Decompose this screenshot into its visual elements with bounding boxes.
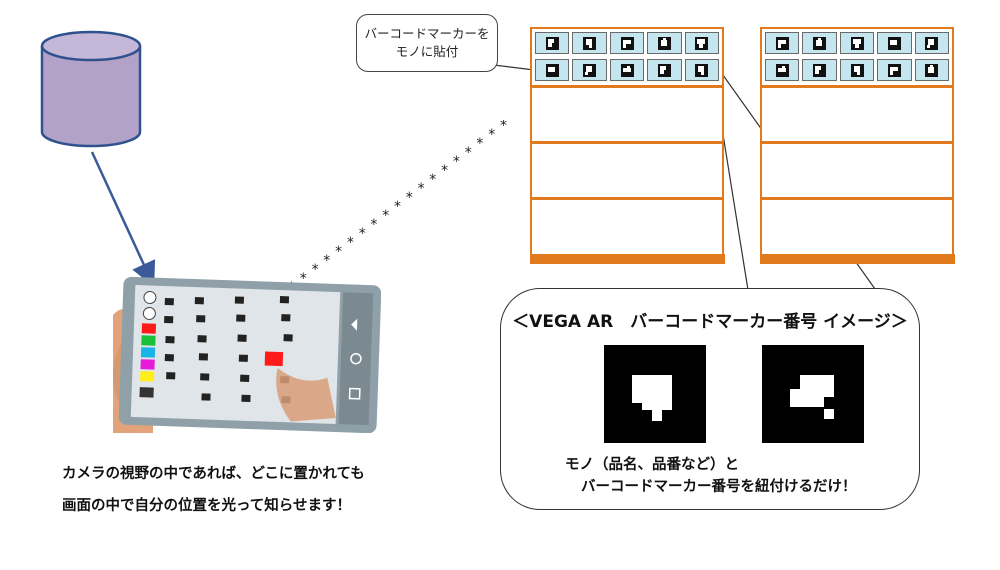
barcode-marker-icon xyxy=(762,345,864,443)
barcode-marker xyxy=(802,32,837,54)
dot-mark: * xyxy=(429,172,436,188)
callout-line-2: モノに貼付 xyxy=(395,44,459,59)
smartphone-photo xyxy=(113,276,381,433)
barcode-marker xyxy=(877,32,912,54)
dot-mark: * xyxy=(359,226,366,242)
caption-line-1: カメラの視野の中であれば、どこに置かれても xyxy=(62,466,365,482)
dot-mark: * xyxy=(500,120,507,134)
highlighted-marker xyxy=(264,351,284,367)
dot-mark: * xyxy=(323,253,330,269)
dot-mark: * xyxy=(300,271,307,287)
marker-row-1 xyxy=(535,32,720,54)
barcode-marker xyxy=(914,32,950,54)
dot-mark: * xyxy=(441,163,448,179)
barcode-marker xyxy=(535,59,570,81)
callout-line-1: バーコードマーカーを xyxy=(364,26,490,41)
marker-row-1 xyxy=(765,32,950,54)
shelf-right xyxy=(759,27,955,264)
barcode-marker xyxy=(839,32,875,54)
marker-row-2 xyxy=(765,59,950,81)
barcode-marker xyxy=(839,59,875,81)
barcode-marker xyxy=(765,59,800,81)
barcode-marker xyxy=(647,59,682,81)
dot-mark: * xyxy=(370,217,377,233)
barcode-marker xyxy=(914,59,950,81)
barcode-marker xyxy=(765,32,800,54)
bubble-note-1: モノ（品名、品番など）と xyxy=(565,457,739,473)
dot-mark: * xyxy=(453,154,460,170)
barcode-marker xyxy=(572,32,607,54)
barcode-marker xyxy=(684,32,720,54)
bubble-title: ＜VEGA AR バーコードマーカー番号 イメージ＞ xyxy=(512,312,908,332)
marker-info-bubble: ＜VEGA AR バーコードマーカー番号 イメージ＞ モノ（品名、品番など）と … xyxy=(500,288,920,510)
barcode-marker xyxy=(609,59,645,81)
dot-mark: * xyxy=(465,145,472,161)
database-icon xyxy=(40,30,142,148)
dotted-line: ******************* xyxy=(288,120,507,295)
barcode-marker xyxy=(684,59,720,81)
barcode-marker xyxy=(647,32,682,54)
dot-mark: * xyxy=(418,181,425,197)
barcode-marker xyxy=(535,32,570,54)
dot-mark: * xyxy=(476,136,483,152)
dot-mark: * xyxy=(488,127,495,143)
db-to-phone-arrow xyxy=(90,151,156,288)
marker-row-2 xyxy=(535,59,720,81)
caption-line-2: 画面の中で自分の位置を光って知らせます！ xyxy=(62,498,351,514)
dot-mark: * xyxy=(406,190,413,206)
dot-mark: * xyxy=(394,199,401,215)
barcode-marker-icon xyxy=(604,345,706,443)
dot-mark: * xyxy=(382,208,389,224)
bubble-note-2: バーコードマーカー番号を紐付けるだけ！ xyxy=(581,479,857,495)
dot-mark: * xyxy=(347,235,354,251)
barcode-marker xyxy=(572,59,607,81)
dot-mark: * xyxy=(335,244,342,260)
dot-mark: * xyxy=(312,262,319,278)
shelf-left xyxy=(529,27,725,264)
barcode-marker xyxy=(609,32,645,54)
barcode-marker xyxy=(802,59,837,81)
barcode-marker xyxy=(877,59,912,81)
marker-callout: バーコードマーカーを モノに貼付 xyxy=(356,14,498,72)
